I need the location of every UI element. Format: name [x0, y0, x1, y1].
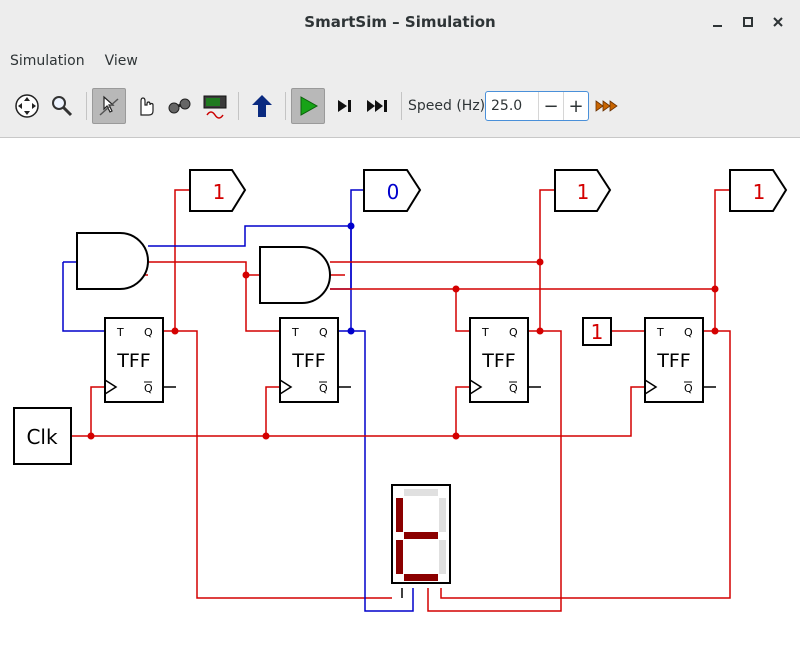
- tff-t-label: T: [481, 326, 489, 339]
- scope-icon: [203, 95, 227, 119]
- tff-t-label: T: [291, 326, 299, 339]
- tff-1[interactable]: T Q TFF Q: [104, 317, 164, 403]
- segment-b: [439, 498, 446, 532]
- tff-q-label: Q: [684, 326, 693, 339]
- segment-d: [404, 574, 438, 581]
- speed-decrement-button[interactable]: −: [538, 92, 563, 120]
- output-pin-4[interactable]: 1: [729, 169, 788, 212]
- tff-qbar-label: Q: [684, 382, 693, 395]
- tff-q-label: Q: [144, 326, 153, 339]
- step-multiple-button[interactable]: [361, 88, 395, 124]
- output-pin-2[interactable]: 0: [363, 169, 422, 212]
- tff-label: TFF: [116, 350, 150, 372]
- segment-g: [404, 532, 438, 539]
- tff-2[interactable]: T Q TFF Q: [279, 317, 339, 403]
- tff-qbar-label: Q: [319, 382, 328, 395]
- fast-forward-button[interactable]: [592, 88, 626, 124]
- segment-e: [396, 540, 403, 574]
- circuit-diagram: 1 0 1 1 T Q TFF Q T Q TFF Q T Q TFF Q: [13, 169, 788, 612]
- minimize-button[interactable]: [706, 8, 730, 36]
- maximize-icon: [743, 17, 753, 27]
- and-gate-1[interactable]: [76, 232, 149, 290]
- and-gate-2[interactable]: [259, 246, 331, 304]
- menu-simulation[interactable]: Simulation: [10, 53, 85, 69]
- tff-t-label: T: [656, 326, 664, 339]
- speed-input[interactable]: [486, 92, 538, 120]
- tff-3[interactable]: T Q TFF Q: [469, 317, 529, 403]
- output-pin-value: 1: [213, 180, 226, 204]
- output-pin-3[interactable]: 1: [554, 169, 612, 212]
- tff-label: TFF: [656, 350, 690, 372]
- junction-dots: [87, 222, 719, 440]
- menu-view[interactable]: View: [104, 53, 138, 69]
- step-icon: [338, 100, 351, 112]
- tff-qbar-label: Q: [144, 382, 153, 395]
- clock-label: Clk: [26, 425, 58, 449]
- zoom-icon: [52, 96, 73, 117]
- scope-button[interactable]: [198, 88, 232, 124]
- tff-label: TFF: [481, 350, 515, 372]
- zoom-button[interactable]: [45, 88, 79, 124]
- probe-button[interactable]: [163, 88, 197, 124]
- pan-button[interactable]: [10, 88, 44, 124]
- select-icon: [99, 95, 119, 116]
- circuit-canvas[interactable]: 1 0 1 1 T Q TFF Q T Q TFF Q T Q TFF Q: [0, 139, 800, 646]
- play-icon: [300, 96, 319, 116]
- seven-segment-display[interactable]: [391, 484, 451, 584]
- speed-increment-button[interactable]: +: [563, 92, 588, 120]
- tff-q-label: Q: [319, 326, 328, 339]
- close-button[interactable]: [766, 8, 790, 36]
- segment-f: [396, 498, 403, 532]
- hand-tool-button[interactable]: [128, 88, 162, 124]
- window-controls: [706, 8, 790, 36]
- tff-qbar-label: Q: [509, 382, 518, 395]
- upload-icon: [252, 95, 272, 117]
- constant-input[interactable]: 1: [582, 317, 612, 346]
- segment-a: [404, 489, 438, 496]
- output-pin-value: 0: [387, 180, 400, 204]
- tff-4[interactable]: T Q TFF Q: [644, 317, 704, 403]
- close-icon: [773, 17, 783, 27]
- window-title: SmartSim – Simulation: [304, 13, 496, 31]
- step-multiple-icon: [367, 100, 387, 112]
- speed-label: Speed (Hz):: [408, 98, 490, 114]
- hand-icon: [140, 97, 154, 116]
- maximize-button[interactable]: [736, 8, 760, 36]
- pan-icon: [15, 94, 39, 118]
- tff-t-label: T: [116, 326, 124, 339]
- fast-forward-icon: [595, 100, 618, 112]
- step-button[interactable]: [327, 88, 361, 124]
- speed-spinner: − +: [485, 91, 589, 121]
- menu-bar: Simulation View: [0, 44, 800, 78]
- toolbar: Speed (Hz): − +: [0, 78, 800, 138]
- select-tool-button[interactable]: [92, 88, 126, 124]
- upload-button[interactable]: [245, 88, 279, 124]
- probe-icon: [168, 98, 191, 114]
- output-pin-1[interactable]: 1: [189, 169, 247, 212]
- tff-q-label: Q: [509, 326, 518, 339]
- play-button[interactable]: [291, 88, 325, 124]
- output-pin-value: 1: [753, 180, 766, 204]
- title-bar: SmartSim – Simulation: [0, 0, 800, 44]
- clock-input[interactable]: Clk: [13, 407, 72, 465]
- minimize-icon: [713, 25, 722, 27]
- tff-label: TFF: [291, 350, 325, 372]
- constant-value: 1: [591, 320, 604, 344]
- output-pin-value: 1: [577, 180, 590, 204]
- segment-c: [439, 540, 446, 574]
